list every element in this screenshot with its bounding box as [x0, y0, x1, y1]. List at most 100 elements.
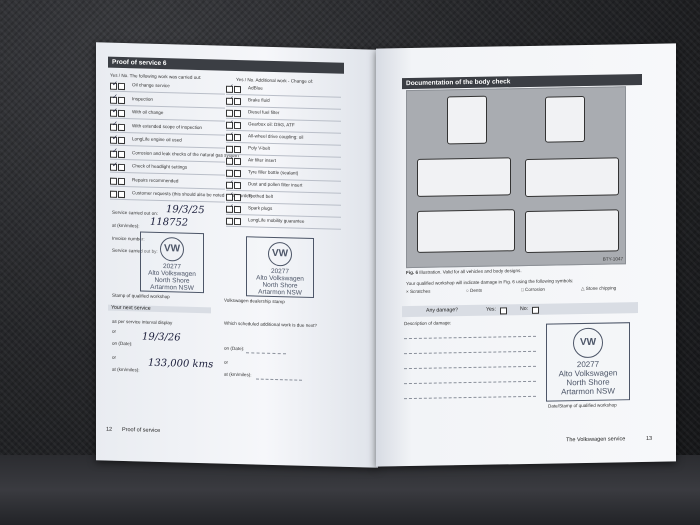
yes-checkbox[interactable] — [226, 85, 233, 93]
row-divider — [226, 177, 341, 182]
or-label-1: or — [112, 328, 117, 334]
yes-checkbox[interactable] — [226, 193, 233, 201]
handwritten-check-icon: ✓ — [112, 134, 118, 142]
row-divider — [226, 117, 341, 122]
checklist-item-label: Diesel fuel filter — [248, 109, 280, 116]
row-divider — [226, 213, 341, 218]
fig-caption-label: Fig. 6 — [406, 269, 418, 276]
service-carried-out-on-label: Service carried out on: — [112, 209, 158, 216]
yes-checkbox[interactable] — [226, 217, 233, 225]
date-line — [246, 352, 286, 355]
checklist-item-label: Toothed belt — [248, 193, 274, 199]
yes-checkbox[interactable] — [226, 169, 233, 177]
row-divider — [226, 105, 341, 110]
yes-checkbox[interactable] — [226, 181, 233, 189]
left-footer-page: 12 — [106, 426, 113, 433]
no-checkbox[interactable] — [532, 306, 539, 314]
handwritten-check-icon: ✓ — [112, 161, 118, 169]
yes-checkbox[interactable] — [226, 97, 233, 105]
no-checkbox[interactable] — [118, 109, 125, 118]
or-label-2: or — [112, 354, 117, 360]
no-checkbox[interactable] — [118, 177, 125, 185]
row-divider — [110, 144, 225, 149]
row-divider — [110, 131, 225, 136]
vw-dealership-stamp-label: Volkswagen dealership stamp — [224, 297, 285, 305]
checklist-item-label: LongLife engine oil used — [132, 136, 182, 143]
no-checkbox[interactable] — [234, 109, 241, 118]
stamp-line3: Artarmon NSW — [258, 288, 302, 297]
checklist-item-label: AdBlue — [248, 85, 263, 91]
no-checkbox[interactable] — [118, 163, 125, 172]
row-divider — [110, 90, 225, 95]
no-checkbox[interactable] — [234, 157, 241, 166]
yes-checkbox[interactable] — [110, 177, 117, 185]
checklist-item-label: Spark plugs — [248, 205, 273, 211]
at-km-label: at (km/miles): — [112, 222, 140, 229]
damage-line-2 — [404, 350, 536, 355]
no-checkbox[interactable] — [118, 190, 125, 199]
no-checkbox[interactable] — [234, 205, 241, 214]
checklist-item-label: LongLife mobility guarantee — [248, 217, 305, 224]
at-km-label-2: at (km/miles): — [112, 366, 140, 373]
checklist-item-label: Air filter insert — [248, 157, 277, 164]
no-checkbox[interactable] — [118, 96, 125, 104]
yes-checkbox[interactable] — [226, 145, 233, 153]
symbol-corrosion: □ Corrosion — [521, 286, 545, 293]
yes-checkbox[interactable] — [226, 121, 233, 129]
vehicle-side-view-left — [417, 157, 511, 197]
description-of-damage-label: Description of damage: — [404, 320, 452, 327]
damage-line-3 — [404, 365, 536, 370]
no-checkbox[interactable] — [234, 169, 241, 178]
no-checkbox[interactable] — [234, 181, 241, 190]
no-checkbox[interactable] — [234, 217, 241, 226]
checklist-item-label: All-wheel drive coupling: oil — [248, 133, 304, 140]
checklist-item-label: Tyre filler bottle (sealant) — [248, 169, 299, 176]
vehicle-top-view — [417, 209, 515, 253]
no-checkbox[interactable] — [234, 193, 241, 202]
no-checkbox[interactable] — [234, 97, 241, 106]
vw-logo-icon: VW — [268, 241, 292, 267]
checklist-item-label: Repairs recommended — [132, 176, 179, 183]
right-footer-title: The Volkswagen service — [566, 436, 626, 444]
checklist-item-label: Corrosion and leak checks of the natural… — [132, 149, 239, 158]
left-footer-title: Proof of service — [122, 426, 161, 434]
no-checkbox[interactable] — [118, 136, 125, 145]
vw-logo-icon: VW — [573, 327, 603, 359]
no-checkbox[interactable] — [234, 145, 241, 154]
stamp-line3: Artarmon NSW — [561, 386, 615, 397]
handwritten-service-date: 19/3/25 — [166, 204, 205, 217]
checklist-item-label: With extended scope of inspection — [132, 122, 202, 130]
row-divider — [110, 158, 225, 163]
handwritten-next-date: 19/3/26 — [142, 331, 181, 344]
no-checkbox[interactable] — [118, 150, 125, 158]
no-checkbox[interactable] — [234, 121, 241, 130]
vehicle-side-view-right — [525, 157, 619, 198]
checklist-item-label: Dust and pollen filter insert — [248, 181, 303, 188]
no-checkbox[interactable] — [118, 123, 125, 131]
yes-checkbox[interactable] — [226, 157, 233, 165]
row-divider — [110, 185, 225, 190]
yes-checkbox[interactable] — [110, 190, 117, 198]
row-divider — [110, 171, 225, 176]
yes-checkbox[interactable] — [226, 133, 233, 141]
yes-checkbox[interactable] — [226, 205, 233, 213]
any-damage-bar: Any damage? Yes: No: — [402, 302, 638, 318]
service-booklet: Proof of service 6 Yes / No. The followi… — [96, 42, 680, 468]
checklist-item-label: Oil change service — [132, 82, 170, 89]
yes-label: Yes: — [486, 306, 496, 313]
yes-checkbox[interactable] — [226, 109, 233, 117]
handwritten-check-icon: ✓ — [112, 120, 118, 128]
yes-checkbox[interactable] — [500, 307, 507, 315]
symbol-dents: ○ Dents — [466, 287, 483, 294]
no-checkbox[interactable] — [234, 133, 241, 142]
stamp-workshop-label: Stamp of qualified workshop — [112, 292, 170, 300]
right-page: Documentation of the body check BTY-1047… — [376, 43, 676, 467]
no-checkbox[interactable] — [234, 85, 241, 94]
or-label-3: or — [224, 359, 229, 365]
checklist-item-label: Poly V-belt — [248, 145, 270, 151]
row-divider — [226, 153, 341, 158]
no-label: No: — [520, 305, 529, 313]
on-date-label-2: on (Date): — [224, 345, 245, 352]
no-checkbox[interactable] — [118, 82, 125, 91]
your-next-service-bar: Your next service — [108, 304, 211, 314]
